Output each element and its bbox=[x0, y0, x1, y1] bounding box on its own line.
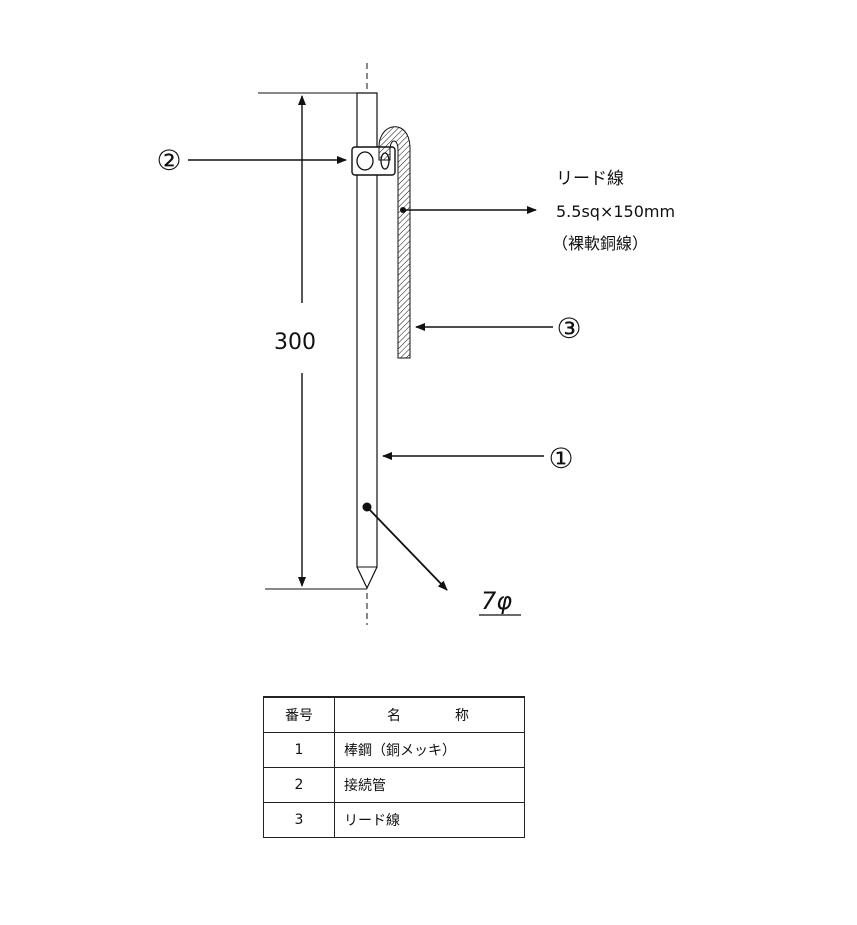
callout-3: ③ bbox=[556, 312, 581, 345]
row-number: 3 bbox=[263, 802, 335, 838]
row-number: 1 bbox=[263, 732, 335, 768]
diameter-label: 7φ bbox=[481, 587, 512, 615]
row-name: 接続管 bbox=[334, 767, 525, 803]
lead-wire-note: （裸軟銅線） bbox=[552, 234, 648, 253]
connector-hole-left bbox=[356, 151, 374, 171]
row-name: リード線 bbox=[334, 802, 525, 838]
diameter-leader bbox=[366, 506, 448, 591]
lead-wire bbox=[378, 126, 411, 359]
callout-2: ② bbox=[156, 144, 181, 177]
dimension-length-label: 300 bbox=[274, 330, 316, 355]
lead-wire-junction bbox=[400, 207, 406, 213]
header-number: 番号 bbox=[263, 696, 335, 733]
header-name: 名 称 bbox=[334, 696, 525, 733]
parts-table: 番号 名 称 1 棒鋼（銅メッキ） 2 接続管 3 リード線 bbox=[263, 696, 525, 838]
row-name: 棒鋼（銅メッキ） bbox=[334, 732, 525, 768]
row-number: 2 bbox=[263, 767, 335, 803]
table-row: 3 リード線 bbox=[263, 802, 525, 838]
callout-1: ① bbox=[548, 442, 573, 475]
table-row: 1 棒鋼（銅メッキ） bbox=[263, 732, 525, 768]
table-row: 2 接続管 bbox=[263, 767, 525, 803]
lead-wire-spec: 5.5sq×150mm bbox=[556, 202, 675, 221]
parts-table-header: 番号 名 称 bbox=[263, 696, 525, 733]
ground-rod bbox=[356, 92, 378, 590]
lead-wire-title: リード線 bbox=[556, 169, 624, 189]
